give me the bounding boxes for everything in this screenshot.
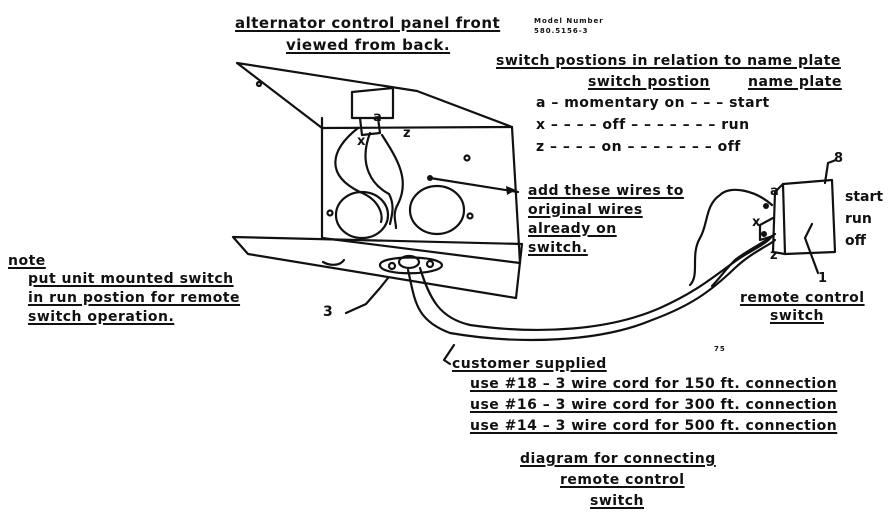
remote-terminal-x: x [752, 215, 761, 230]
switch-table-col2: name plate [748, 74, 842, 90]
unit-switch-body [350, 86, 395, 120]
remote-position-start: start [845, 189, 884, 205]
panel-terminal-a: a [373, 110, 382, 125]
switch-table-row: z – – – – on – – – – – – – off [536, 139, 741, 155]
footer-line1: diagram for connecting [520, 451, 716, 467]
remote-position-off: off [845, 233, 866, 249]
customer-cord [406, 238, 777, 342]
panel-callout-3: 3 [323, 304, 333, 320]
remote-caption-line2: switch [770, 308, 825, 324]
add-wires-line: add these wires to [528, 183, 684, 199]
remote-toggle [758, 216, 775, 242]
remote-terminal-a: a [770, 184, 779, 199]
remote-callout-1: 1 [818, 271, 828, 286]
panel-terminal-x: x [357, 134, 366, 149]
remote-callout-8: 8 [834, 151, 844, 166]
diagram-title: alternator control panel front [235, 14, 501, 32]
footer-line3: switch [590, 493, 645, 509]
customer-title: customer supplied [452, 356, 607, 372]
add-wires-line: original wires [528, 202, 643, 218]
customer-line: use #18 – 3 wire cord for 150 ft. connec… [470, 376, 838, 392]
remote-terminal-z: z [770, 248, 778, 263]
note-line: in run postion for remote [28, 290, 241, 306]
remote-caption-line1: remote control [740, 290, 865, 306]
add-wires-line: switch. [528, 240, 588, 256]
customer-line: use #14 – 3 wire cord for 500 ft. connec… [470, 418, 838, 434]
switch-table-title: switch postions in relation to name plat… [496, 53, 841, 69]
remote-position-run: run [845, 211, 872, 227]
panel-hole-right [408, 184, 466, 236]
model-number: 580.5156-3 [534, 27, 589, 35]
switch-table-col1: switch postion [588, 74, 710, 90]
cord-connector [378, 256, 444, 275]
panel-hole-left [334, 190, 390, 240]
panel-terminal-z: z [403, 126, 411, 141]
page-mark: 75 [714, 345, 726, 353]
diagram-subtitle: viewed from back. [286, 36, 451, 54]
switch-table-row: a – momentary on – – – start [536, 95, 770, 111]
panel-bottom-flange [231, 235, 524, 300]
switch-table-row: x – – – – off – – – – – – – run [536, 117, 750, 133]
remote-switch-box [781, 178, 837, 256]
panel-wires [334, 126, 383, 224]
customer-line: use #16 – 3 wire cord for 300 ft. connec… [470, 397, 838, 413]
note-line: put unit mounted switch [28, 271, 234, 287]
add-wires-line: already on [528, 221, 617, 237]
panel-front-face [320, 125, 522, 265]
note-heading: note [8, 253, 46, 269]
model-label: Model Number [534, 17, 604, 25]
note-line: switch operation. [28, 309, 175, 325]
footer-line2: remote control [560, 472, 685, 488]
